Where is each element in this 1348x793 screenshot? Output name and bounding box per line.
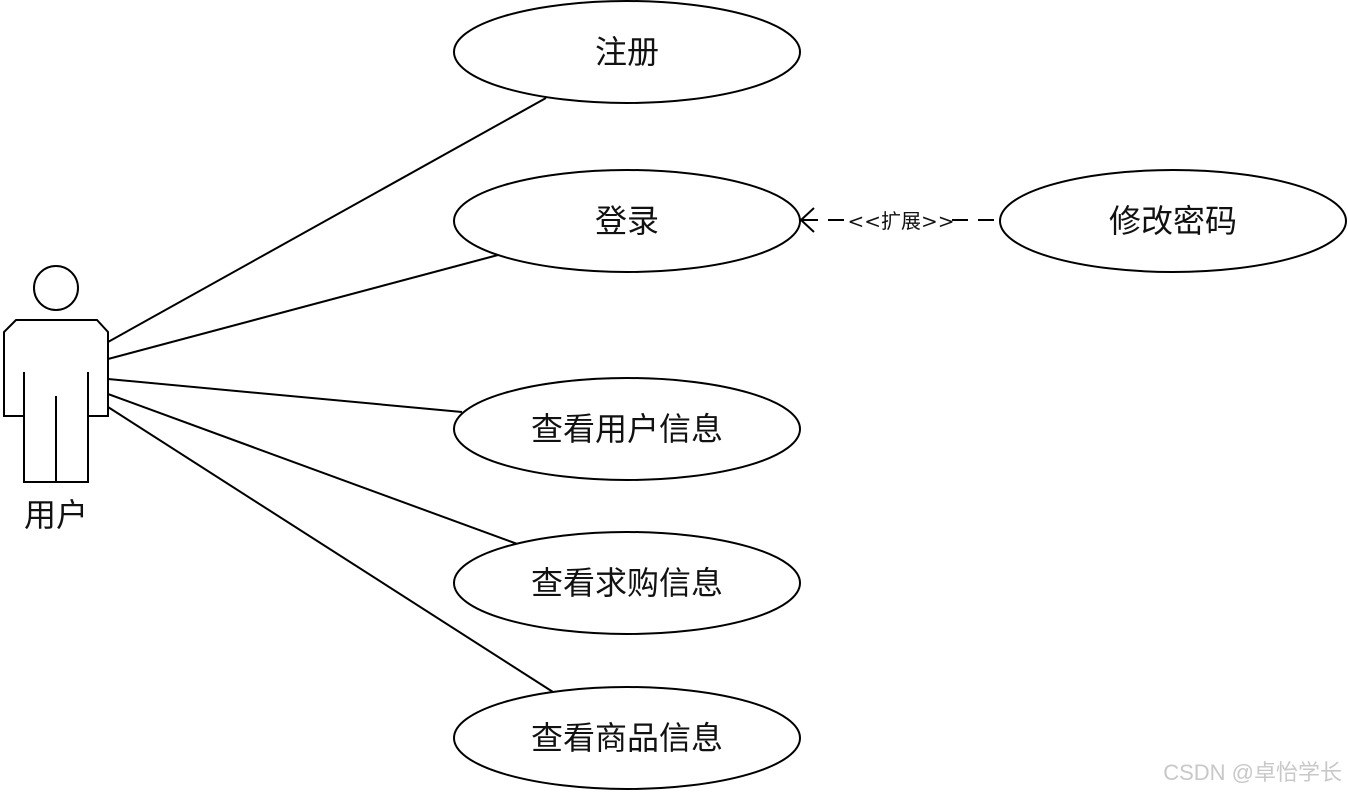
use-case-ellipse (453, 377, 801, 481)
actor-head (33, 265, 79, 311)
use-case-label: 查看求购信息 (531, 564, 723, 602)
use-case-ellipse (453, 0, 801, 104)
association-view-user-info (107, 378, 463, 413)
use-case-label: 查看用户信息 (531, 410, 723, 448)
use-case-label: 登录 (595, 202, 659, 240)
extend-stereotype-label: <<扩展>> (847, 209, 954, 233)
watermark: CSDN @卓怡学长 (1163, 760, 1342, 785)
use-case-label: 注册 (595, 33, 659, 71)
use-case-register: 注册 (453, 0, 801, 104)
association-view-product-info (107, 406, 554, 693)
use-case-ellipse (453, 169, 801, 273)
extend-arrowhead (799, 207, 815, 233)
use-case-ellipse (999, 169, 1347, 273)
use-case-view-user-info: 查看用户信息 (453, 377, 801, 481)
use-case-ellipse (453, 686, 801, 790)
use-case-view-product-info: 查看商品信息 (453, 686, 801, 790)
use-case-ellipse (453, 531, 801, 635)
use-case-view-purchase-info: 查看求购信息 (453, 531, 801, 635)
use-case-change-password: 修改密码 (999, 169, 1347, 273)
actor-label: 用户 (24, 496, 88, 534)
actor-user: 用户 (3, 265, 109, 534)
use-case-label: 查看商品信息 (531, 719, 723, 757)
use-case-label: 修改密码 (1109, 202, 1237, 240)
association-register (107, 97, 547, 343)
extend-relationship: <<扩展>> (799, 207, 1000, 233)
use-case-login: 登录 (453, 169, 801, 273)
association-view-purchase-info (107, 393, 521, 546)
association-login (107, 254, 499, 360)
